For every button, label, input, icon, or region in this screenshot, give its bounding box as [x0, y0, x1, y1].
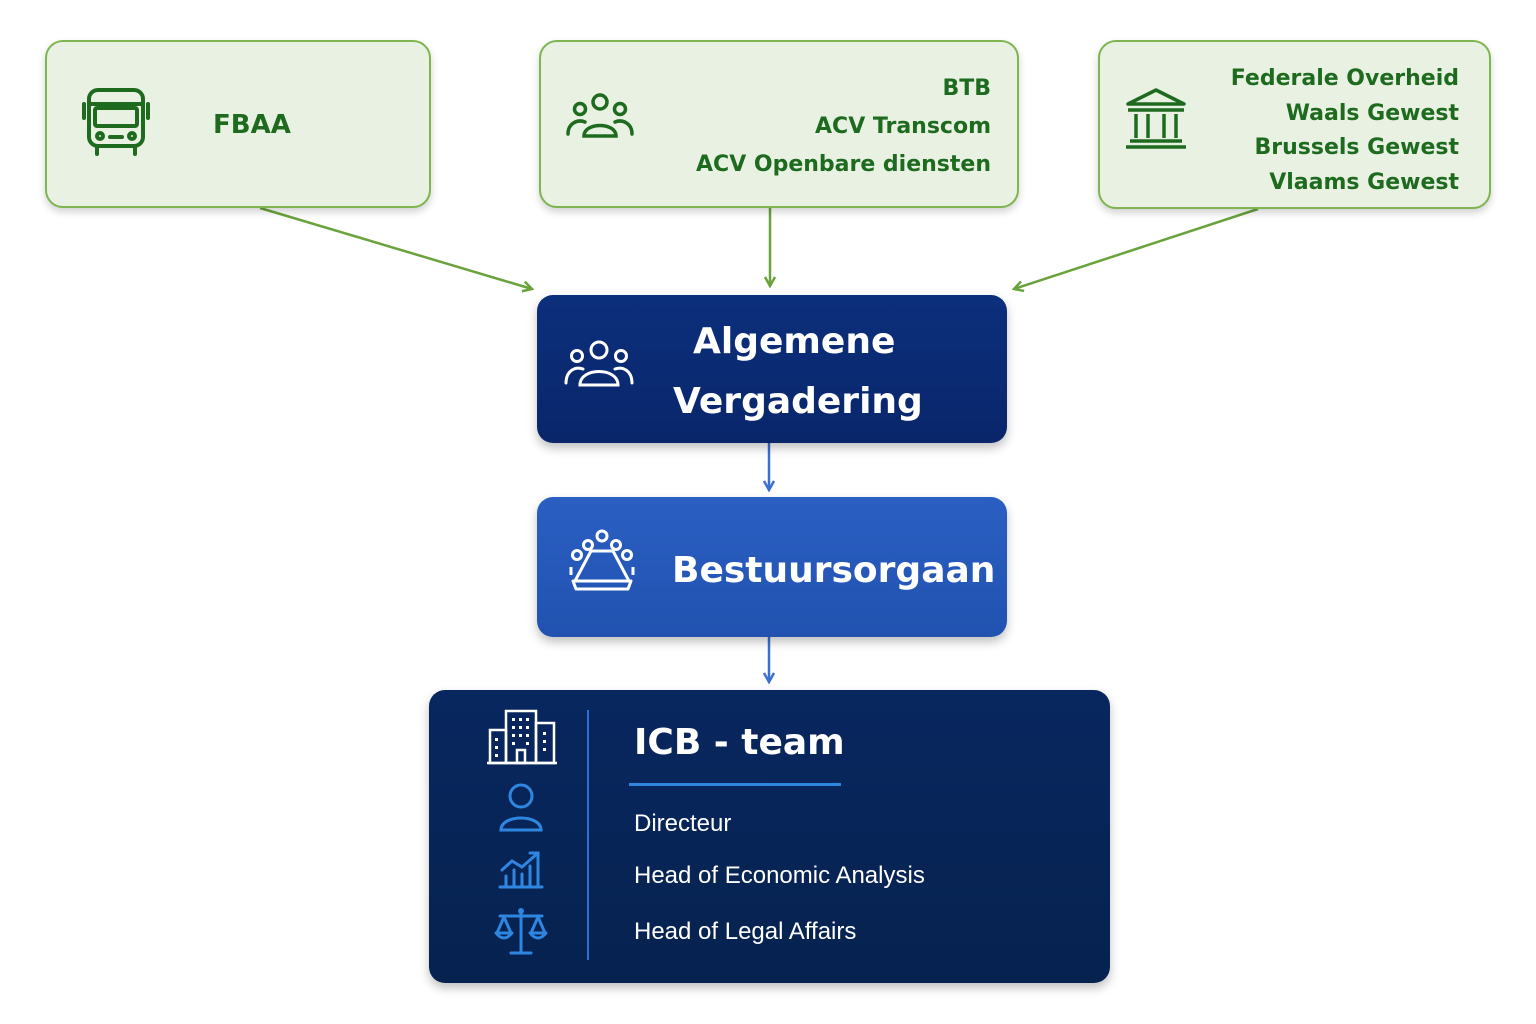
team-member-head-legal-affairs: Head of Legal Affairs — [634, 918, 857, 945]
fbaa-label: FBAA — [213, 110, 291, 140]
gov-brussels-gewest: Brussels Gewest — [1254, 135, 1459, 160]
team-member-head-economic-analysis: Head of Economic Analysis — [634, 862, 925, 889]
unions-list: BTB ACV Transcom ACV Openbare diensten — [696, 70, 991, 184]
union-acv-transcom: ACV Transcom — [815, 114, 991, 139]
unions-box: BTB ACV Transcom ACV Openbare diensten — [539, 40, 1019, 208]
bus-icon — [82, 88, 150, 156]
assembly-title-line2: Vergadering — [673, 381, 923, 422]
board-box: Bestuursorgaan — [537, 497, 1007, 637]
people-icon — [564, 340, 634, 387]
person-icon — [499, 783, 543, 832]
union-btb: BTB — [942, 76, 991, 101]
team-title: ICB - team — [634, 722, 845, 763]
team-member-directeur: Directeur — [634, 810, 732, 837]
team-title-underline — [629, 783, 841, 786]
arrow-government-to-assembly — [1014, 207, 1259, 289]
government-list: Federale Overheid Waals Gewest Brussels … — [1231, 62, 1459, 200]
union-acv-openbare-diensten: ACV Openbare diensten — [696, 152, 991, 177]
general-assembly-box: Algemene Vergadering — [537, 295, 1007, 443]
arrow-fbaa-to-assembly — [259, 206, 532, 289]
board-label: Bestuursorgaan — [672, 550, 996, 591]
building-columns-icon — [1126, 88, 1186, 149]
assembly-title-line1: Algemene — [693, 321, 896, 362]
fbaa-box: FBAA — [45, 40, 431, 208]
chart-growth-icon — [498, 851, 544, 889]
government-box: Federale Overheid Waals Gewest Brussels … — [1098, 40, 1491, 209]
gov-vlaams-gewest: Vlaams Gewest — [1269, 169, 1459, 195]
office-building-icon — [487, 709, 557, 765]
meeting-table-icon — [569, 529, 635, 591]
scales-icon — [494, 908, 548, 955]
gov-federale-overheid: Federale Overheid — [1230, 66, 1459, 91]
gov-waals-gewest: Waals Gewest — [1285, 100, 1459, 126]
team-divider — [587, 710, 589, 960]
group-icon — [566, 93, 634, 138]
